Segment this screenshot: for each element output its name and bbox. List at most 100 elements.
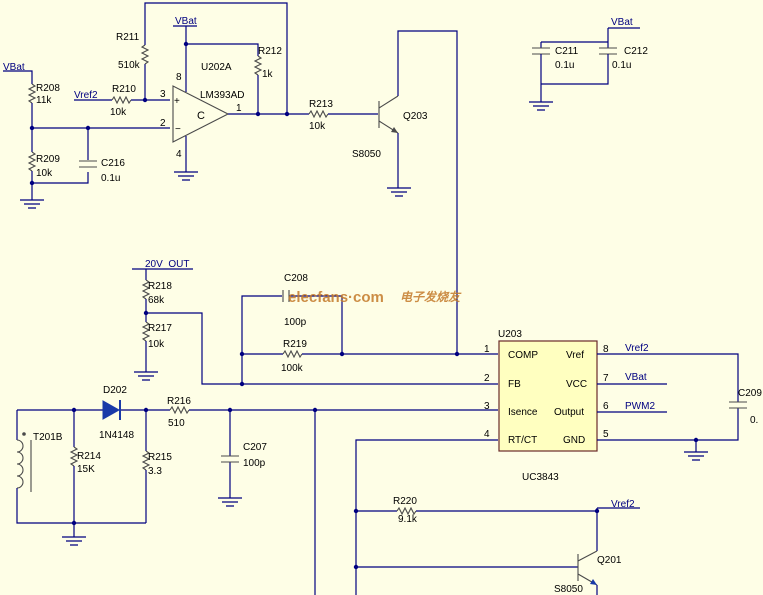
resistor-r212 bbox=[253, 55, 263, 76]
net-label-vbat-right: VBat bbox=[611, 17, 633, 28]
r212-value: 1k bbox=[262, 69, 274, 80]
r215-ref: R215 bbox=[148, 452, 172, 463]
ground-symbol bbox=[684, 451, 708, 461]
polarity-dot bbox=[22, 432, 26, 436]
junction bbox=[339, 351, 345, 357]
junction bbox=[454, 351, 460, 357]
opamp-ref: U202A bbox=[201, 62, 232, 73]
wire-vbat-supply bbox=[173, 25, 197, 92]
resistor-r208 bbox=[27, 83, 37, 104]
ic-left-pin-num: 4 bbox=[484, 429, 490, 440]
net-label-vbat-ic: VBat bbox=[625, 372, 647, 383]
opamp-pin-2: 2 bbox=[160, 118, 166, 129]
wire-r212-top bbox=[186, 43, 259, 56]
uc3843-section: U203 UC3843 1 COMP 2 FB 3 Isence 4 RT/CT… bbox=[355, 329, 762, 595]
r216-ref: R216 bbox=[167, 396, 191, 407]
r210-ref: R210 bbox=[112, 84, 136, 95]
resistor-r218 bbox=[141, 279, 151, 300]
ground-symbol bbox=[529, 101, 553, 111]
ground-symbol bbox=[387, 187, 411, 197]
r217-value: 10k bbox=[148, 339, 165, 350]
c208-ref: C208 bbox=[284, 273, 308, 284]
c208-value: 100p bbox=[284, 317, 307, 328]
decoupling-section: VBat C211 0.1u C212 0.1u bbox=[529, 17, 648, 111]
opamp-pin-1: 1 bbox=[236, 103, 242, 114]
c211-ref: C211 bbox=[555, 46, 579, 57]
ic-right-pin-name: GND bbox=[563, 435, 585, 446]
wire-feedback-loop bbox=[144, 2, 288, 114]
c209-value: 0. bbox=[750, 415, 758, 426]
opamp-pin-3: 3 bbox=[160, 89, 166, 100]
ic-right-pins: 8 Vref 7 VCC 6 Output 5 GND bbox=[554, 344, 609, 446]
emitter-arrow bbox=[391, 127, 398, 133]
ic-ref: U203 bbox=[498, 329, 522, 340]
ic-left-pins: 1 COMP 2 FB 3 Isence 4 RT/CT bbox=[484, 344, 538, 446]
current-sense-section: T201B R214 15K D202 1N4148 R215 3.3 R216… bbox=[16, 385, 640, 595]
net-label-20v-out: 20V_OUT bbox=[145, 259, 189, 270]
resistor-r220 bbox=[396, 506, 417, 516]
wire-cap-top bbox=[540, 41, 608, 48]
r208-value: 11k bbox=[36, 95, 52, 106]
r213-ref: R213 bbox=[309, 99, 333, 110]
ic-part: UC3843 bbox=[522, 472, 559, 483]
r212-ref: R212 bbox=[258, 46, 282, 57]
wire-c208-left bbox=[241, 295, 282, 384]
emitter-arrow bbox=[590, 579, 597, 585]
feedback-section: 20V_OUT R218 68k R217 10k C208 100p R219… bbox=[132, 259, 498, 387]
r214-ref: R214 bbox=[77, 451, 101, 462]
comparator-lm393ad bbox=[172, 85, 230, 143]
ground-symbol bbox=[20, 199, 44, 209]
wire-vbat-left bbox=[3, 70, 33, 84]
opamp-pin-8: 8 bbox=[176, 72, 182, 83]
resistor-r213 bbox=[308, 109, 329, 119]
capacitor-c212 bbox=[599, 47, 617, 55]
junction bbox=[284, 111, 290, 117]
ic-left-pin-num: 2 bbox=[484, 373, 490, 384]
wire-vref2-bottom bbox=[596, 507, 640, 551]
r218-ref: R218 bbox=[148, 281, 172, 292]
ic-left-pin-num: 3 bbox=[484, 401, 490, 412]
ic-u203-body bbox=[498, 340, 598, 452]
wire-c216 bbox=[32, 128, 89, 184]
opamp-minus-sign: − bbox=[175, 124, 181, 135]
r220-ref: R220 bbox=[393, 496, 417, 507]
ic-left-pin-name: COMP bbox=[508, 350, 538, 361]
ic-right-pin-name: Vref bbox=[566, 350, 584, 361]
capacitor-c209 bbox=[729, 401, 747, 409]
junction bbox=[255, 111, 261, 117]
transistor-q201 bbox=[577, 550, 598, 586]
r219-value: 100k bbox=[281, 363, 304, 374]
capacitor-c211 bbox=[532, 47, 550, 55]
ic-right-pin-name: Output bbox=[554, 407, 584, 418]
net-label-vbat-left: VBat bbox=[3, 62, 25, 73]
ic-left-pin-name: Isence bbox=[508, 407, 538, 418]
r216-value: 510 bbox=[168, 418, 185, 429]
resistor-r215 bbox=[141, 450, 151, 471]
r209-ref: R209 bbox=[36, 154, 60, 165]
watermark-cn: 电子发烧友 bbox=[400, 290, 462, 304]
resistor-r216 bbox=[169, 405, 190, 415]
c207-ref: C207 bbox=[243, 442, 267, 453]
q203-value: S8050 bbox=[352, 149, 381, 160]
ic-left-pin-num: 1 bbox=[484, 344, 490, 355]
r214-value: 15K bbox=[77, 464, 95, 475]
c209-ref: C209 bbox=[738, 388, 762, 399]
r209-value: 10k bbox=[36, 168, 53, 179]
r219-ref: R219 bbox=[283, 339, 307, 350]
resistor-r209 bbox=[27, 151, 37, 172]
resistor-r210 bbox=[111, 95, 132, 105]
ic-right-pin-name: VCC bbox=[566, 379, 587, 390]
capacitor-c207 bbox=[221, 455, 239, 463]
transformer-t201b bbox=[16, 439, 24, 489]
transistor-q203 bbox=[378, 95, 399, 134]
wire-20v-out bbox=[132, 268, 193, 280]
ic-right-pin-num: 7 bbox=[603, 373, 609, 384]
wire-vbat-right bbox=[607, 27, 640, 48]
wire-c208-right bbox=[289, 295, 343, 354]
c216-ref: C216 bbox=[101, 158, 125, 169]
wire-cap-bottom bbox=[540, 54, 609, 102]
resistor-r217 bbox=[141, 321, 151, 342]
wire-fb-pin2 bbox=[146, 312, 498, 385]
wire-transformer-bottom bbox=[16, 488, 146, 524]
wire-q203-collector bbox=[397, 30, 458, 352]
